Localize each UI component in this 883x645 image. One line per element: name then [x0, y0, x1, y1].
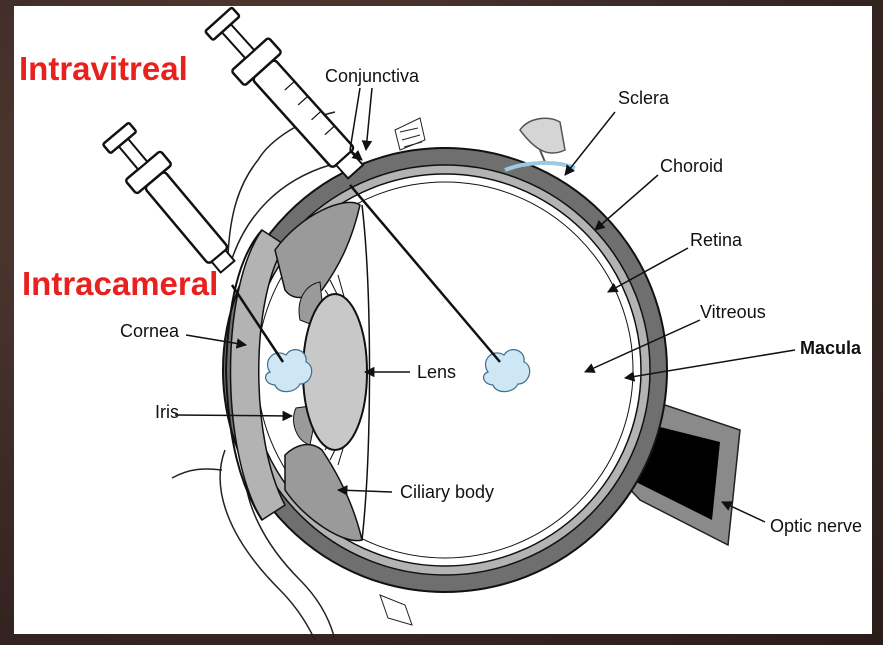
conjunctiva-label: Conjunctiva: [325, 66, 420, 86]
sclera-label: Sclera: [618, 88, 670, 108]
intravitreal-label: Intravitreal: [19, 50, 188, 87]
lens-shape: [303, 294, 367, 450]
optic-nerve-label: Optic nerve: [770, 516, 862, 536]
intracameral-label: Intracameral: [22, 265, 218, 302]
cornea-label: Cornea: [120, 321, 180, 341]
vitreous-label: Vitreous: [700, 302, 766, 322]
macula-label: Macula: [800, 338, 862, 358]
iris-label: Iris: [155, 402, 179, 422]
ciliary-body-label: Ciliary body: [400, 482, 494, 502]
choroid-label: Choroid: [660, 156, 723, 176]
retina-label: Retina: [690, 230, 743, 250]
lens-label: Lens: [417, 362, 456, 382]
